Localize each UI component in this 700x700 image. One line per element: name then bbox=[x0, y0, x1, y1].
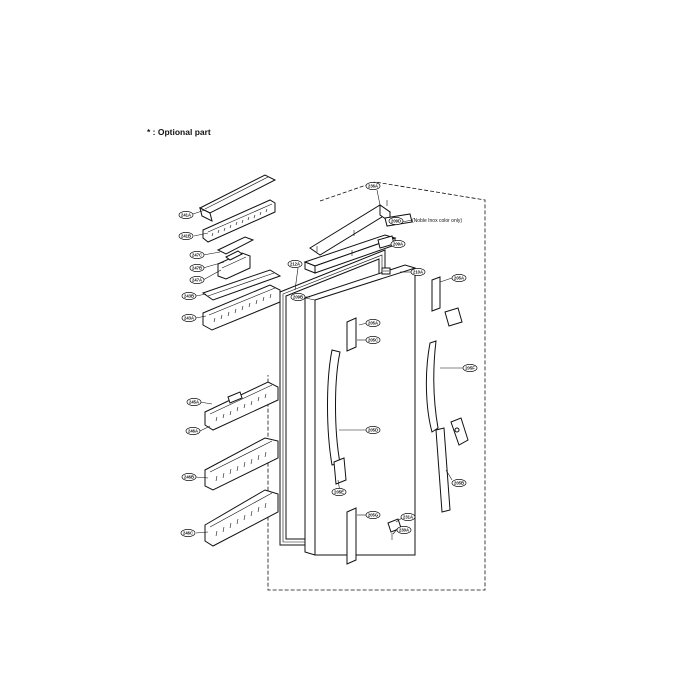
label-oval bbox=[451, 479, 467, 487]
part-label-243a: 243A bbox=[181, 314, 197, 322]
part-number: 205A bbox=[368, 321, 378, 326]
label-oval bbox=[365, 336, 381, 344]
part-label-247b: 247B bbox=[189, 264, 205, 272]
part-number: 210A bbox=[413, 270, 423, 275]
part-label-246b: 246B bbox=[181, 473, 197, 481]
label-oval bbox=[189, 276, 205, 284]
part-label-205b: 205B bbox=[451, 479, 467, 487]
label-oval bbox=[400, 513, 416, 521]
label-oval bbox=[365, 319, 381, 327]
part-number: 205E bbox=[334, 490, 344, 495]
part-label-205g: 205G bbox=[365, 511, 381, 519]
part-number: 247B bbox=[192, 266, 202, 271]
label-oval bbox=[186, 398, 202, 406]
leader-lines bbox=[189, 189, 465, 535]
label-oval bbox=[287, 260, 303, 268]
bin-241B bbox=[202, 199, 276, 243]
part-number: 246A bbox=[188, 429, 198, 434]
part-number: 205C bbox=[368, 338, 378, 343]
part-label-205f: 205F bbox=[462, 364, 478, 372]
part-label-210a: 210A bbox=[410, 268, 426, 276]
part-number: 230A bbox=[399, 528, 409, 533]
label-oval bbox=[396, 526, 412, 534]
part-label-236a: 236A bbox=[365, 182, 381, 190]
part-number: 205D bbox=[368, 428, 378, 433]
label-oval bbox=[180, 529, 196, 537]
label-oval bbox=[451, 274, 467, 282]
part-label-247c: 247C bbox=[189, 251, 205, 259]
part-number: 241B bbox=[181, 234, 191, 239]
part-label-231a: 231A bbox=[400, 513, 416, 521]
part-number: 243B bbox=[184, 294, 194, 299]
part-label-209b: 209B bbox=[290, 293, 306, 301]
label-oval bbox=[390, 240, 406, 248]
bin-246B bbox=[204, 437, 279, 491]
part-number: 205A bbox=[454, 276, 464, 281]
part-number: 243A bbox=[184, 316, 194, 321]
door-panel bbox=[304, 264, 416, 556]
label-oval bbox=[290, 293, 306, 301]
part-number: 246B bbox=[184, 475, 194, 480]
bin-241A bbox=[198, 174, 277, 222]
part-number: 205G bbox=[368, 513, 378, 518]
part-number: 212A bbox=[290, 262, 300, 267]
bin-246C bbox=[204, 489, 279, 547]
part-label-230a: 230A bbox=[396, 526, 412, 534]
bin-243B bbox=[201, 269, 282, 301]
door-cap-209A bbox=[303, 234, 397, 274]
part-number: 245A bbox=[189, 400, 199, 405]
part-number: 205B bbox=[454, 481, 464, 486]
part-label-241a: 241A bbox=[178, 211, 194, 219]
callout-209D: (Noble Inox color only) bbox=[412, 218, 462, 224]
label-oval bbox=[178, 232, 194, 240]
label-oval bbox=[365, 426, 381, 434]
part-label-209d: 209D bbox=[388, 217, 404, 225]
label-oval bbox=[189, 264, 205, 272]
part-label-241b: 241B bbox=[178, 232, 194, 240]
part-number: 241A bbox=[181, 213, 191, 218]
part-label-205e: 205E bbox=[331, 488, 347, 496]
part-label-205c: 205C bbox=[365, 336, 381, 344]
part-number: 247A bbox=[192, 278, 202, 283]
label-oval bbox=[189, 251, 205, 259]
part-label-245a: 245A bbox=[186, 398, 202, 406]
part-label-205a-top: 205A bbox=[451, 274, 467, 282]
part-number: 236A bbox=[368, 184, 378, 189]
label-oval bbox=[185, 427, 201, 435]
egg-tray-247 bbox=[216, 236, 255, 280]
part-label-205a-mid: 205A bbox=[365, 319, 381, 327]
door-handle-assembly bbox=[327, 317, 357, 565]
part-label-243b: 243B bbox=[181, 292, 197, 300]
part-number: 209D bbox=[391, 219, 401, 224]
label-oval bbox=[462, 364, 478, 372]
label-oval bbox=[178, 211, 194, 219]
handle-exploded bbox=[425, 276, 469, 513]
part-label-209a: 209A bbox=[390, 240, 406, 248]
label-oval bbox=[181, 292, 197, 300]
part-number: 231A bbox=[403, 515, 413, 520]
part-labels: 241A 241B 247C 247B 247A 243B 243A 245A 246A 246B… bbox=[178, 182, 478, 537]
part-label-246a: 246A bbox=[185, 427, 201, 435]
optional-part-note: * : Optional part bbox=[147, 127, 211, 137]
label-oval bbox=[331, 488, 347, 496]
label-oval bbox=[410, 268, 426, 276]
screws bbox=[316, 200, 388, 256]
part-label-247a: 247A bbox=[189, 276, 205, 284]
part-number: 209A bbox=[393, 242, 403, 247]
label-oval bbox=[388, 217, 404, 225]
part-number: 247C bbox=[192, 253, 202, 258]
label-oval bbox=[365, 182, 381, 190]
bin-245A bbox=[204, 381, 279, 431]
label-oval bbox=[181, 473, 197, 481]
part-label-205d: 205D bbox=[365, 426, 381, 434]
part-number: 205F bbox=[465, 366, 475, 371]
part-label-212a: 212A bbox=[287, 260, 303, 268]
label-oval bbox=[181, 314, 197, 322]
label-oval bbox=[365, 511, 381, 519]
part-number: 209B bbox=[293, 295, 303, 300]
part-label-246c: 246C bbox=[180, 529, 196, 537]
part-number: 246C bbox=[183, 531, 193, 536]
